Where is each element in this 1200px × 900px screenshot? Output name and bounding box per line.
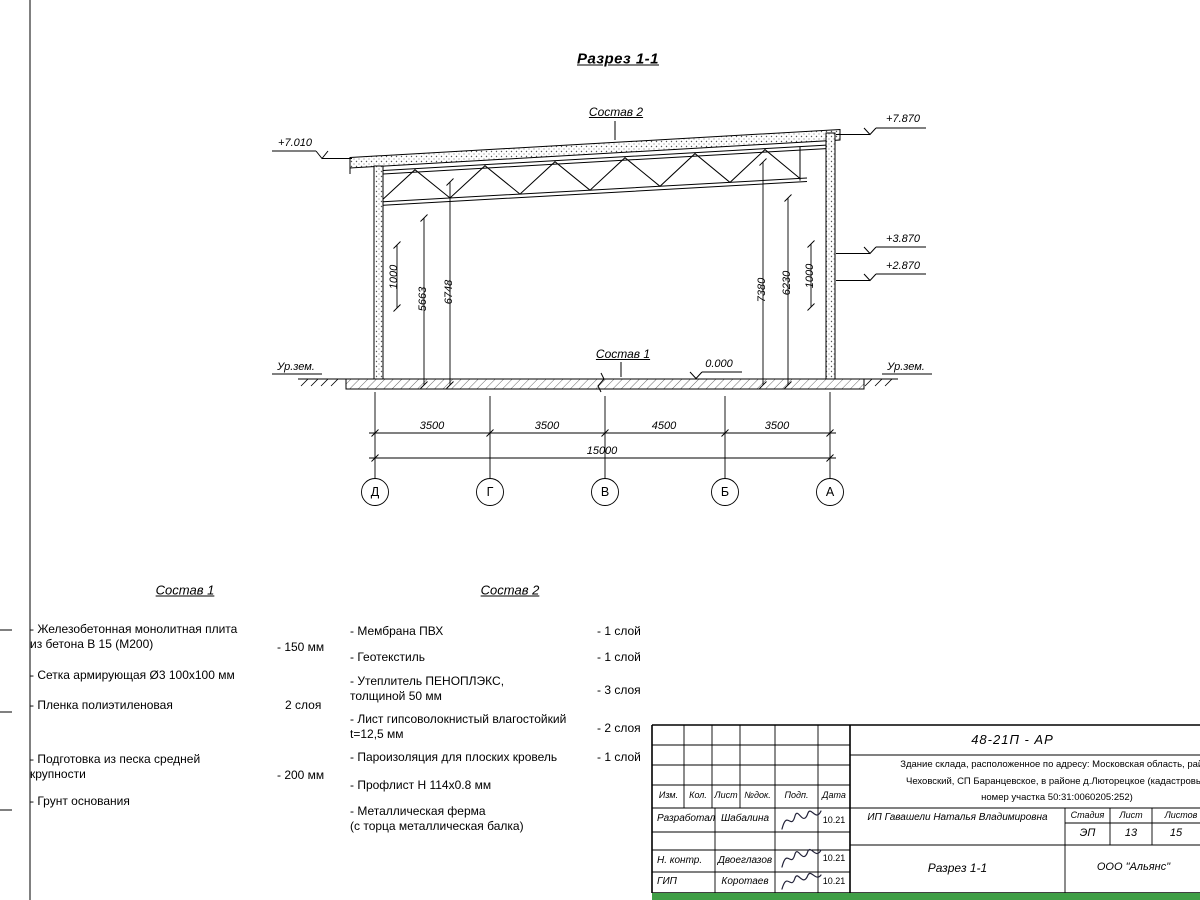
titleblock-accent-bar xyxy=(652,893,1200,900)
hdim-4: 3500 xyxy=(764,420,790,432)
ground-level-right: Ур.зем. xyxy=(887,361,925,373)
hdim-total: 15000 xyxy=(586,445,618,457)
vdim-right-1000: 1000 xyxy=(804,263,816,289)
comp2-item-value: - 3 слоя xyxy=(597,683,641,697)
right-wall xyxy=(825,132,836,381)
axis-bubble-b: Б xyxy=(720,485,730,499)
sheet-frame xyxy=(0,0,31,900)
comp1-item-value: - 200 мм xyxy=(277,768,325,782)
titleblock-grid xyxy=(651,724,1200,894)
comp2-item-value: - 1 слой xyxy=(597,650,641,664)
comp1-item: - Железобетонная монолитная плита из бет… xyxy=(30,622,238,651)
comp2-item-value: - 1 слой xyxy=(597,624,641,638)
hdim-1: 3500 xyxy=(419,420,445,432)
titleblock-header-data: Дата xyxy=(822,790,846,800)
comp1-item-value: 2 слоя xyxy=(285,698,322,712)
axis-bubble-v: В xyxy=(600,485,610,499)
vertical-dimensions xyxy=(393,158,815,389)
elevation-right-low: +2.870 xyxy=(886,260,920,272)
floor-slab xyxy=(345,378,865,390)
titleblock-date-3: 10.21 xyxy=(822,876,846,886)
titleblock-stage-value: ЭП xyxy=(1079,827,1096,839)
elevation-marks xyxy=(272,127,932,380)
callout-sostav1: Состав 1 xyxy=(595,347,651,361)
titleblock-description: Здание склада, расположенное по адресу: … xyxy=(900,759,1200,803)
axis-bubble-a: А xyxy=(825,485,835,499)
titleblock-company: ООО "Альянс" xyxy=(1096,861,1171,873)
comp2-item-value: - 2 слоя xyxy=(597,721,641,735)
axis-bubble-d: Д xyxy=(370,485,380,499)
comp1-item: - Сетка армирующая Ø3 100x100 мм xyxy=(30,668,235,682)
comp2-item-value: - 1 слой xyxy=(597,750,641,764)
titleblock-stage-label: Стадия xyxy=(1070,810,1105,820)
titleblock-header-podp: Подп. xyxy=(784,790,809,800)
titleblock-name-korotaev: Коротаев xyxy=(721,876,769,887)
elevation-left-top: +7.010 xyxy=(278,137,312,149)
titleblock-header-ndok: №док. xyxy=(744,790,771,800)
comp1-item: - Пленка полиэтиленовая xyxy=(30,698,173,712)
comp1-title: Состав 1 xyxy=(155,582,215,598)
titleblock-role-gip: ГИП xyxy=(657,876,677,887)
callout-sostav2: Состав 2 xyxy=(588,105,644,119)
signature-razrabotal xyxy=(781,810,822,830)
titleblock-role-razrabotal: Разработал xyxy=(657,813,715,824)
horizontal-dimensions xyxy=(361,392,844,506)
ground-level-left: Ур.зем. xyxy=(277,361,315,373)
comp1-item: - Грунт основания xyxy=(30,794,130,808)
titleblock-sheets-label: Листов xyxy=(1164,810,1198,820)
comp2-item: - Пароизоляция для плоских кровель xyxy=(350,750,558,764)
titleblock-sheet-label: Лист xyxy=(1119,810,1143,820)
vdim-right-7380: 7380 xyxy=(756,277,768,303)
titleblock-sheet-title: Разрез 1-1 xyxy=(927,861,988,875)
vdim-left-5663: 5663 xyxy=(417,286,429,312)
titleblock-date-1: 10.21 xyxy=(822,815,846,825)
hdim-2: 3500 xyxy=(534,420,560,432)
comp2-item: - Металлическая ферма (с торца металличе… xyxy=(350,804,524,833)
break-symbol xyxy=(597,372,605,393)
comp2-item: - Профлист Н 114x0.8 мм xyxy=(350,778,492,792)
hdim-3: 4500 xyxy=(651,420,677,432)
titleblock-header-izm: Изм. xyxy=(658,790,679,800)
vdim-right-6230: 6230 xyxy=(781,270,793,296)
comp2-title: Состав 2 xyxy=(480,582,540,598)
left-wall xyxy=(373,165,384,381)
titleblock-header-list: Лист xyxy=(714,790,738,800)
comp1-item-value: - 150 мм xyxy=(277,640,325,654)
comp2-item: - Геотекстиль xyxy=(350,650,425,664)
titleblock-sheet-value: 13 xyxy=(1124,827,1138,839)
elevation-right-top: +7.870 xyxy=(886,113,920,125)
vdim-left-1000: 1000 xyxy=(388,264,400,290)
elevation-right-mid: +3.870 xyxy=(886,233,920,245)
titleblock-sheets-value: 15 xyxy=(1169,827,1183,839)
comp2-item: - Мембрана ПВХ xyxy=(350,624,444,638)
titleblock-role-nkontr: Н. контр. xyxy=(657,855,703,866)
signature-strokes xyxy=(781,810,822,890)
titleblock-client: ИП Гавашели Наталья Владимировна xyxy=(867,812,1048,823)
titleblock-doc-number: 48-21П - АР xyxy=(971,732,1054,747)
signature-nkontr xyxy=(781,849,822,868)
comp2-item: - Лист гипсоволокнистый влагостойкий t=1… xyxy=(350,712,567,741)
drawing-title: Разрез 1-1 xyxy=(576,50,660,68)
comp2-item: - Утеплитель ПЕНОПЛЭКС, толщиной 50 мм xyxy=(350,674,505,703)
vdim-left-6748: 6748 xyxy=(443,279,455,305)
titleblock-name-dvoeglazov: Двоеглазов xyxy=(717,855,773,866)
titleblock-date-2: 10.21 xyxy=(822,853,846,863)
axis-bubble-g: Г xyxy=(486,485,494,499)
comp1-item: - Подготовка из песка средней крупности xyxy=(30,752,201,781)
elevation-zero: 0.000 xyxy=(705,358,733,370)
titleblock-name-shabalina: Шабалина xyxy=(720,813,770,824)
titleblock-header-kol: Кол. xyxy=(689,790,707,800)
signature-gip xyxy=(781,872,822,890)
